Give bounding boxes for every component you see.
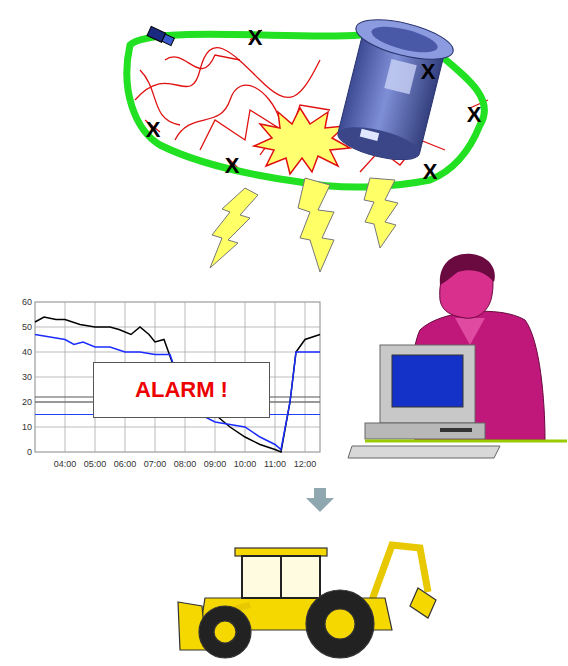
wheel-hub [214, 621, 236, 643]
line-chart [35, 302, 320, 452]
wheel-hub [325, 609, 355, 639]
pipe [165, 55, 240, 69]
computer [348, 345, 567, 458]
axis-tick-label: 50 [22, 322, 32, 332]
series-line [35, 317, 320, 452]
axis-tick-label: 10 [22, 422, 32, 432]
data-logger [327, 12, 457, 168]
cab-frame [242, 556, 320, 598]
connector-tip [162, 34, 174, 45]
rear-wheel [306, 590, 374, 658]
series-line [35, 335, 320, 450]
drive-slot [440, 428, 472, 432]
keyboard [348, 446, 500, 458]
sensor-connector [147, 26, 175, 46]
backhoe-bucket [410, 588, 436, 618]
axis-tick-label: 40 [22, 347, 32, 357]
flow-arrow [306, 488, 334, 512]
alarm-box: ALARM ! [93, 362, 270, 418]
grid [35, 302, 320, 452]
axis-tick-label: 10:00 [234, 459, 257, 469]
leak-mark: X [421, 59, 436, 85]
grid-lines [35, 327, 320, 427]
axis-tick-label: 06:00 [114, 459, 137, 469]
radio-signals [210, 178, 398, 272]
axis-tick-label: 05:00 [84, 459, 107, 469]
logger-tag [360, 129, 379, 141]
lightning-bolt [298, 178, 334, 272]
axis-tick-label: 04:00 [54, 459, 77, 469]
screen [392, 355, 463, 407]
backhoe [178, 545, 436, 658]
leak-burst [254, 108, 350, 174]
logger-top [369, 22, 440, 58]
monitor [380, 345, 475, 423]
leak-mark: X [423, 159, 438, 185]
leak-mark: X [225, 153, 240, 179]
axis-tick-label: 09:00 [204, 459, 227, 469]
grid-lines [65, 302, 305, 452]
axis-tick-label: 07:00 [144, 459, 167, 469]
alarm-text: ALARM ! [135, 377, 228, 403]
lightning-bolt [210, 188, 258, 268]
pipe [140, 70, 180, 125]
logger-base [335, 121, 423, 167]
leak-mark: X [467, 102, 482, 128]
axis-tick-label: 0 [27, 447, 32, 457]
front-wheel [199, 606, 251, 658]
desk-line [365, 440, 567, 443]
logger-plate [384, 59, 416, 94]
desktop-unit [365, 423, 485, 439]
leak-mark: X [248, 25, 263, 51]
operator-hair [440, 254, 495, 285]
leak-mark: X [146, 117, 161, 143]
cab-pillar [280, 556, 282, 598]
axis-tick-label: 12:00 [294, 459, 317, 469]
axis-tick-label: 08:00 [174, 459, 197, 469]
pipe [135, 48, 320, 100]
plot-area [35, 302, 320, 452]
axis-tick-label: 11:00 [264, 459, 286, 469]
axis-tick-label: 60 [22, 297, 32, 307]
axis-tick-label: 30 [22, 372, 32, 382]
cab-roof [235, 548, 327, 556]
logger-flange [352, 12, 457, 67]
lightning-bolt [364, 178, 398, 248]
axis-tick-label: 20 [22, 397, 32, 407]
operator-collar [455, 318, 485, 345]
